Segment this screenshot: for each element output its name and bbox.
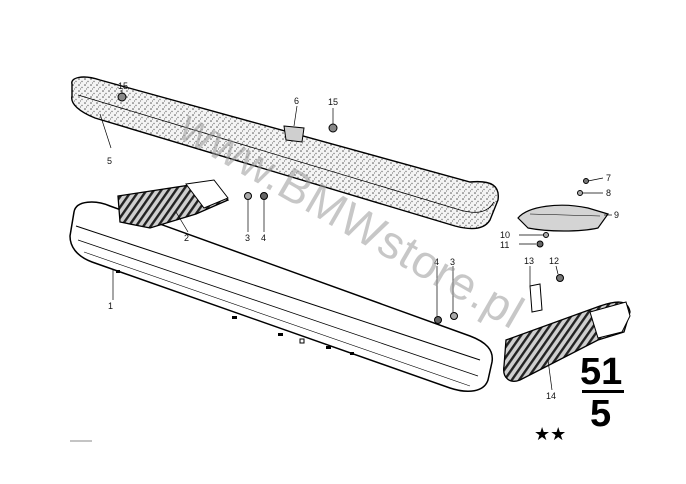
mount-hole [232, 316, 237, 319]
washer-8 [577, 190, 583, 196]
bracket-6 [283, 125, 305, 143]
lower-bumper-beam [69, 201, 494, 393]
callout-15-right: 15 [328, 97, 338, 107]
washer-3-upper [244, 192, 252, 200]
nut-11 [536, 240, 544, 248]
mount-hole [278, 333, 283, 336]
mount-hole [116, 270, 120, 273]
upper-bumper-bar [71, 76, 499, 230]
mount-hole [299, 338, 305, 344]
left-rubber-end-cap [117, 179, 230, 229]
callout-1: 1 [108, 301, 113, 311]
callout-10: 10 [500, 230, 510, 240]
nut-15-right [328, 123, 338, 133]
screw-12 [556, 274, 564, 282]
fasteners [117, 92, 589, 324]
callout-3-upper: 3 [245, 233, 250, 243]
callout-9: 9 [614, 210, 619, 220]
callout-14: 14 [546, 391, 556, 401]
nut-15-left [117, 92, 127, 102]
callout-3-lower: 3 [450, 257, 455, 267]
nut-4-upper [260, 192, 268, 200]
mount-hole [350, 352, 354, 355]
rating-stars: ★★ [534, 424, 566, 445]
fraction-bar [582, 390, 624, 393]
washer-3-lower [450, 312, 458, 320]
mount-hole [326, 346, 331, 349]
callout-8: 8 [606, 188, 611, 198]
callout-12: 12 [549, 256, 559, 266]
callout-13: 13 [524, 256, 534, 266]
callouts: 1 2 3 4 4 3 5 6 7 8 9 10 11 12 13 14 15 … [107, 81, 619, 401]
screw-7 [583, 178, 589, 184]
group-number-bottom: 5 [590, 393, 611, 435]
callout-4-lower: 4 [434, 257, 439, 267]
callout-4-upper: 4 [261, 233, 266, 243]
washer-10 [543, 232, 549, 238]
callout-6: 6 [294, 96, 299, 106]
callout-15-left: 15 [118, 81, 128, 91]
callout-11: 11 [500, 240, 509, 250]
clip-plate-13 [529, 283, 543, 313]
cover-cap-9 [517, 204, 609, 232]
nut-4-lower [434, 316, 442, 324]
group-number: 51 5 [580, 351, 624, 435]
group-number-top: 51 [580, 351, 622, 393]
callout-7: 7 [606, 173, 611, 183]
callout-2: 2 [184, 233, 189, 243]
callout-5: 5 [107, 156, 112, 166]
right-rubber-end-cap [503, 301, 631, 382]
leader-lines [99, 90, 612, 391]
